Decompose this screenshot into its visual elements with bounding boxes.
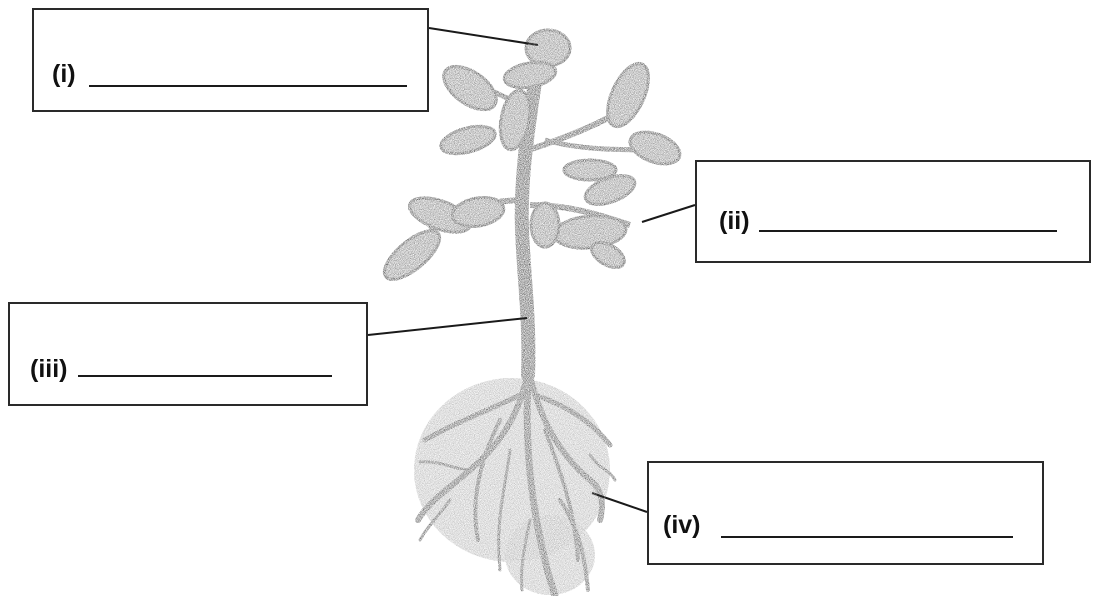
answer-line-ii[interactable] [759,230,1057,232]
leaves [382,28,682,281]
answer-line-iii[interactable] [78,375,332,377]
label-box-iii: (iii) [8,302,368,406]
pointer-line-iii [367,317,528,336]
label-number-iv: (iv) [663,511,701,539]
label-number-iii: (iii) [30,355,68,383]
plant-illustration [382,28,682,596]
answer-line-iv[interactable] [721,536,1013,538]
pointer-line-i [428,27,539,46]
answer-line-i[interactable] [89,85,407,87]
label-box-i: (i) [32,8,429,112]
pointer-line-ii [641,204,696,223]
roots [414,369,617,596]
label-number-i: (i) [52,60,76,88]
label-number-ii: (ii) [719,207,750,235]
label-box-ii: (ii) [695,160,1091,263]
label-box-iv: (iv) [647,461,1044,565]
